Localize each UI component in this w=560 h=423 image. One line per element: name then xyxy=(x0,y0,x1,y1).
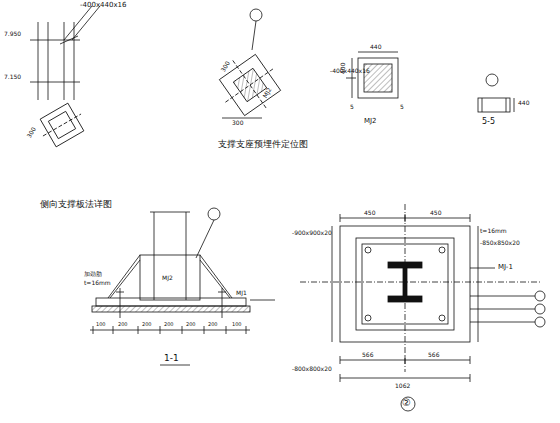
dimension: 200 xyxy=(118,322,128,327)
view-title: 侧向支撑板法详图 xyxy=(40,200,112,209)
plate-spec: -400x440x16 xyxy=(80,2,126,9)
callout-number: ② xyxy=(402,398,411,408)
dimension-tick xyxy=(138,326,139,334)
dimension: 566 xyxy=(362,352,373,358)
dimension-tick xyxy=(93,326,94,334)
plate-spec: -400x440x16 xyxy=(330,68,370,74)
dimension: 450 xyxy=(430,210,441,216)
dimension-tick xyxy=(405,356,406,364)
dimension-tick xyxy=(182,326,183,334)
dimension-tick xyxy=(470,374,471,382)
dimension: 300 xyxy=(26,126,37,139)
dimension: 1062 xyxy=(395,383,410,389)
dimension-tick xyxy=(113,326,114,334)
part-mark: MJ2 xyxy=(364,118,377,125)
section-mark: 5 xyxy=(350,104,354,110)
part-label: t=16mm xyxy=(84,280,111,286)
plate-spec: -900x900x20 xyxy=(292,230,332,236)
dimension-tick xyxy=(340,214,341,222)
plate-spec: -850x850x20 xyxy=(480,240,520,246)
dimension: 300 xyxy=(220,60,231,73)
dimension-tick xyxy=(470,356,471,364)
dimension: 566 xyxy=(428,352,439,358)
part-label: t=16mm xyxy=(480,228,507,234)
dimension: 200 xyxy=(142,322,152,327)
elevation-mark: 7.950 xyxy=(4,31,21,37)
dimension-tick xyxy=(226,326,227,334)
elevation-mark: 7.150 xyxy=(4,74,21,80)
dimension: 200 xyxy=(164,322,174,327)
dimension: 440 xyxy=(370,44,381,50)
part-mark: MJ2 xyxy=(162,275,173,281)
dimension-tick xyxy=(470,214,471,222)
plate-spec: -800x800x20 xyxy=(292,366,332,372)
dimension-tick xyxy=(340,356,341,364)
section-mark: 5 xyxy=(400,104,404,110)
dimension: 100 xyxy=(232,322,242,327)
dimension: 200 xyxy=(208,322,218,327)
dimension: 440 xyxy=(518,100,529,106)
dimension: 100 xyxy=(96,322,106,327)
part-mark: MJ1 xyxy=(236,290,247,296)
dimension: 200 xyxy=(186,322,196,327)
dimension-tick xyxy=(340,374,341,382)
section-title: 1-1 xyxy=(164,354,179,363)
dimension-tick xyxy=(204,326,205,334)
part-label: 加劲肋 xyxy=(84,271,102,277)
section-title: 5-5 xyxy=(482,118,495,126)
dimension: 450 xyxy=(364,210,375,216)
dimension-tick xyxy=(246,326,247,334)
part-mark: MJ-1 xyxy=(498,264,513,271)
dimension-tick xyxy=(405,214,406,222)
dimension: 400 xyxy=(340,63,346,74)
dimension: 300 xyxy=(232,120,243,126)
view-title: 支撑支座预埋件定位图 xyxy=(218,140,308,149)
dimension-tick xyxy=(160,326,161,334)
